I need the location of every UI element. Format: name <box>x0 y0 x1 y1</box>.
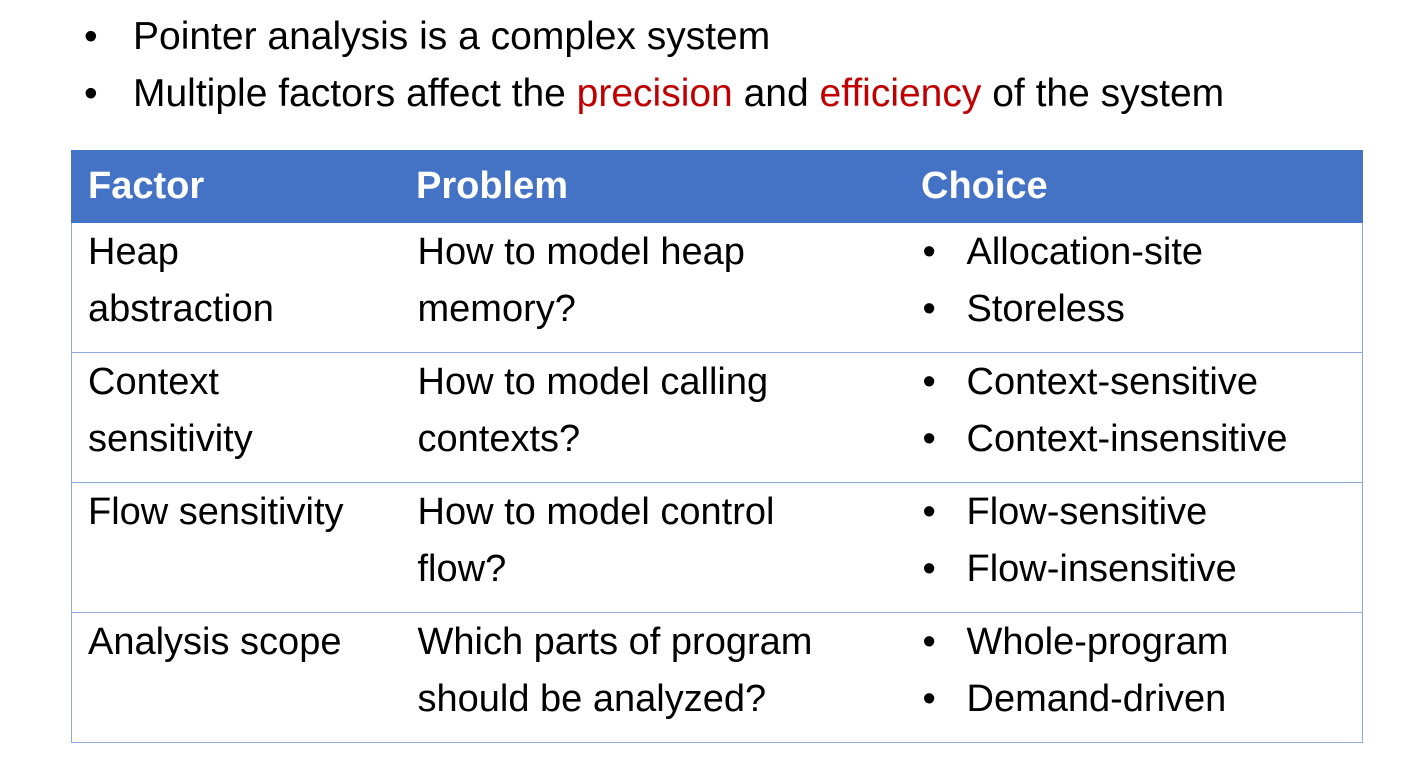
choice-item: • Allocation-site <box>923 224 1363 281</box>
table-row: Context sensitivity How to model calling c… <box>71 352 1363 483</box>
choice-item: • Context-sensitive <box>923 354 1363 411</box>
choice-item: • Flow-insensitive <box>923 541 1363 598</box>
header-problem: Problem <box>401 150 907 223</box>
problem-cell: Which parts of program should be analyzed… <box>401 612 907 743</box>
problem-cell: How to model heap memory? <box>401 222 907 353</box>
intro-bullet-1-text: Pointer analysis is a complex system <box>133 15 771 58</box>
table-row: Heap abstraction How to model heap memory?… <box>71 222 1363 353</box>
choice-list: • Whole-program • Demand-driven <box>923 614 1363 728</box>
problem-cell: How to model calling contexts? <box>401 352 907 483</box>
choice-item: • Whole-program <box>923 614 1363 671</box>
choice-text: Context-sensitive <box>966 361 1258 403</box>
bullet-dot-icon: • <box>922 361 936 403</box>
choice-list: • Context-sensitive • Context-insensitive <box>923 354 1363 468</box>
problem-line: flow? <box>417 548 507 590</box>
table-row: Analysis scope Which parts of program sho… <box>71 612 1363 743</box>
intro-bullet-2-text-end: of the system <box>981 72 1225 115</box>
problem-line: How to model calling <box>417 361 769 403</box>
intro-bullet-2-text-mid: and <box>732 72 820 115</box>
bullet-dot-icon: • <box>922 678 936 720</box>
choice-cell: • Context-sensitive • Context-insensitive <box>906 352 1363 483</box>
choice-item: • Demand-driven <box>923 671 1363 728</box>
factor-line: Analysis scope <box>88 621 342 663</box>
highlight-precision: precision <box>576 72 733 115</box>
factor-cell: Flow sensitivity <box>71 482 402 613</box>
factor-line: abstraction <box>88 288 274 330</box>
bullet-dot-icon: • <box>922 288 936 330</box>
problem-line: should be analyzed? <box>417 678 767 720</box>
problem-line: How to model heap <box>417 231 745 273</box>
choice-list: • Flow-sensitive • Flow-insensitive <box>923 484 1363 598</box>
choice-text: Demand-driven <box>966 678 1227 720</box>
choice-cell: • Allocation-site • Storeless <box>906 222 1363 353</box>
factor-cell: Heap abstraction <box>71 222 402 353</box>
choice-item: • Context-insensitive <box>923 411 1363 468</box>
factor-line: sensitivity <box>88 418 253 460</box>
choice-text: Flow-sensitive <box>966 491 1208 533</box>
problem-line: memory? <box>417 288 576 330</box>
factor-line: Flow sensitivity <box>88 491 344 533</box>
bullet-dot-icon: • <box>922 491 936 533</box>
problem-line: How to model control <box>417 491 775 533</box>
choice-text: Whole-program <box>966 621 1229 663</box>
intro-bullet-2-text-start: Multiple factors affect the <box>133 72 577 115</box>
choice-text: Storeless <box>966 288 1125 330</box>
bullet-dot-icon: • <box>922 418 936 460</box>
factor-cell: Context sensitivity <box>71 352 402 483</box>
factor-line: Context <box>88 361 219 403</box>
problem-line: Which parts of program <box>417 621 813 663</box>
factor-cell: Analysis scope <box>71 612 402 743</box>
choice-item: • Flow-sensitive <box>923 484 1363 541</box>
choice-text: Allocation-site <box>966 231 1204 273</box>
problem-cell: How to model control flow? <box>401 482 907 613</box>
intro-bullet-list: • Pointer analysis is a complex system • M… <box>84 8 1224 122</box>
choice-list: • Allocation-site • Storeless <box>923 224 1363 338</box>
intro-bullet-2: • Multiple factors affect the precision a… <box>84 65 1224 122</box>
bullet-dot-icon: • <box>922 231 936 273</box>
highlight-efficiency: efficiency <box>819 72 982 115</box>
intro-bullet-1: • Pointer analysis is a complex system <box>84 8 1224 65</box>
choice-text: Context-insensitive <box>966 418 1288 460</box>
bullet-dot-icon: • <box>922 621 936 663</box>
problem-line: contexts? <box>417 418 581 460</box>
factors-table: Factor Problem Choice Heap abstraction Ho… <box>71 150 1363 743</box>
header-choice: Choice <box>906 150 1363 223</box>
bullet-dot-icon: • <box>84 15 98 58</box>
table-row: Flow sensitivity How to model control flo… <box>71 482 1363 613</box>
bullet-dot-icon: • <box>922 548 936 590</box>
choice-text: Flow-insensitive <box>966 548 1237 590</box>
choice-cell: • Whole-program • Demand-driven <box>906 612 1363 743</box>
choice-cell: • Flow-sensitive • Flow-insensitive <box>906 482 1363 613</box>
table-header-row: Factor Problem Choice <box>71 150 1363 223</box>
bullet-dot-icon: • <box>84 72 98 115</box>
factor-line: Heap <box>88 231 179 273</box>
header-factor: Factor <box>71 150 402 223</box>
choice-item: • Storeless <box>923 281 1363 338</box>
